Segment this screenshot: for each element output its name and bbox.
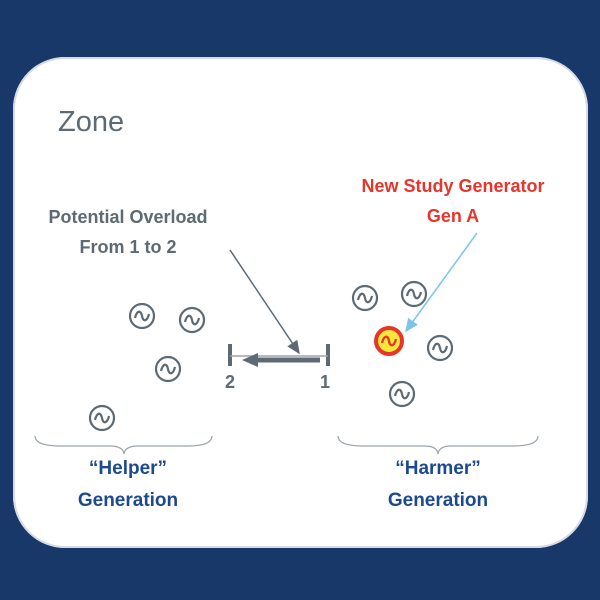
helper-label-line2: Generation xyxy=(77,490,179,511)
gen-a-generator-icon xyxy=(374,326,404,356)
harmer-generators xyxy=(351,280,454,408)
overload-label: Potential Overload From 1 to 2 xyxy=(18,202,238,262)
overload-label-line2: From 1 to 2 xyxy=(79,237,177,257)
bus-2-bar xyxy=(228,344,232,366)
bus-1-bar xyxy=(326,344,330,366)
helper-brace xyxy=(34,435,213,455)
harmer-label-line1: “Harmer” xyxy=(395,458,481,479)
generator-icon xyxy=(154,355,182,383)
transmission-line xyxy=(228,344,330,367)
bus-2-label: 2 xyxy=(225,372,236,392)
new-generator-label-line1: New Study Generator xyxy=(361,176,545,196)
harmer-generation-label: “Harmer” Generation xyxy=(328,453,548,517)
zone-panel xyxy=(13,57,588,548)
harmer-brace xyxy=(337,435,539,455)
generator-icon xyxy=(178,306,206,334)
generator-icon xyxy=(351,284,379,312)
generator-icon xyxy=(400,280,428,308)
bus-1-label: 1 xyxy=(320,372,331,392)
helper-generators xyxy=(88,302,206,432)
generator-icon xyxy=(128,302,156,330)
new-generator-label: New Study Generator Gen A xyxy=(323,171,583,231)
zone-title: Zone xyxy=(58,106,125,138)
overload-label-line1: Potential Overload xyxy=(48,207,208,227)
harmer-label-line2: Generation xyxy=(387,490,489,511)
generator-icon xyxy=(88,404,116,432)
overload-pointer-arrow xyxy=(229,249,300,355)
gen-a-pointer-arrow xyxy=(405,232,478,333)
new-generator-label-line2: Gen A xyxy=(426,206,480,226)
generator-icon xyxy=(426,334,454,362)
generator-icon xyxy=(388,380,416,408)
helper-label-line1: “Helper” xyxy=(88,458,168,479)
helper-generation-label: “Helper” Generation xyxy=(18,453,238,517)
